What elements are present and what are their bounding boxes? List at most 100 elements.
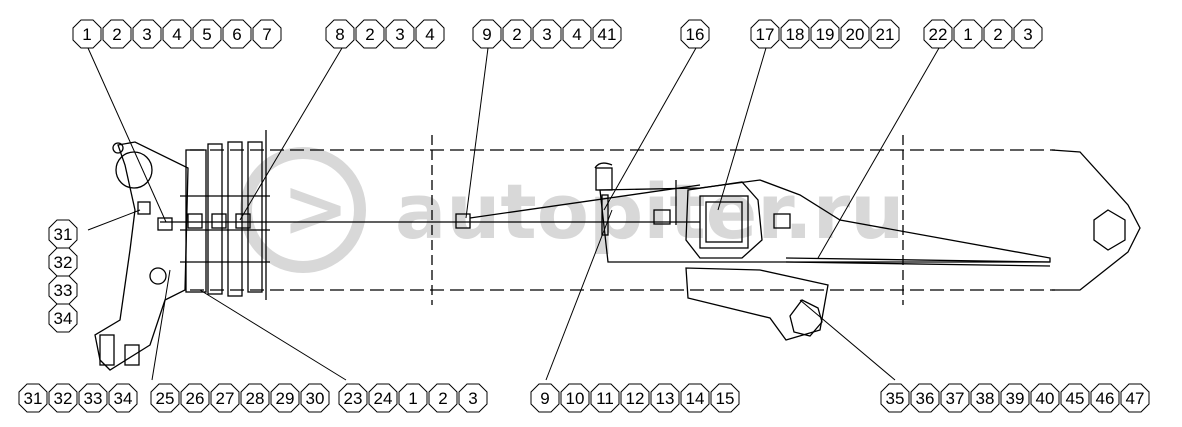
callout-balloon xyxy=(472,19,502,49)
callout-number: 7 xyxy=(262,25,271,44)
callout-number: 11 xyxy=(596,389,614,408)
watermark-arrow: > xyxy=(282,162,349,255)
callout-balloon xyxy=(270,383,300,413)
callout-number: 18 xyxy=(786,25,805,44)
callout-group-g1: 1 2 3 4 5 6 7 xyxy=(72,19,282,49)
callout-balloon xyxy=(180,383,210,413)
callout-number: 24 xyxy=(374,389,393,408)
callout-number: 27 xyxy=(216,389,235,408)
callout-balloon xyxy=(953,19,983,49)
callout-number: 3 xyxy=(395,25,404,44)
callout-number: 17 xyxy=(756,25,775,44)
callout-number: 2 xyxy=(112,25,121,44)
callout-balloon xyxy=(48,383,78,413)
callout-balloon xyxy=(150,383,180,413)
callout-balloon xyxy=(592,19,622,49)
callout-balloon xyxy=(162,19,192,49)
callout-number: 46 xyxy=(1096,389,1115,408)
callout-number: 2 xyxy=(993,25,1002,44)
callout-balloon xyxy=(102,19,132,49)
callout-balloon xyxy=(72,19,102,49)
callout-number: 25 xyxy=(156,389,175,408)
callout-number: 32 xyxy=(54,253,73,272)
callout-number: 40 xyxy=(1036,389,1055,408)
callout-balloon xyxy=(78,383,108,413)
callout-number: 15 xyxy=(716,389,735,408)
watermark-text: autopiter.ru xyxy=(395,167,904,256)
callout-number: 33 xyxy=(54,281,73,300)
callout-number: 2 xyxy=(512,25,521,44)
callout-number: 13 xyxy=(656,389,675,408)
callout-balloon xyxy=(870,19,900,49)
callout-balloon xyxy=(970,383,1000,413)
callout-number: 5 xyxy=(202,25,211,44)
callout-number: 3 xyxy=(542,25,551,44)
callout-balloon xyxy=(222,19,252,49)
leader-lines xyxy=(87,47,940,381)
callout-balloon xyxy=(810,19,840,49)
callout-balloon xyxy=(240,383,270,413)
callout-balloon xyxy=(620,383,650,413)
callout-number: 6 xyxy=(232,25,241,44)
callout-group-g4: 16 xyxy=(680,19,710,49)
callout-number: 32 xyxy=(54,389,73,408)
callout-balloon xyxy=(338,383,368,413)
callout-balloon xyxy=(1030,383,1060,413)
callout-balloon xyxy=(983,19,1013,49)
callout-number: 23 xyxy=(344,389,363,408)
callout-balloon xyxy=(355,19,385,49)
callout-balloon xyxy=(1120,383,1150,413)
callout-balloon xyxy=(458,383,488,413)
callout-balloon xyxy=(210,383,240,413)
callout-number: 9 xyxy=(482,25,491,44)
callout-number: 16 xyxy=(686,25,705,44)
callout-balloon xyxy=(415,19,445,49)
boom-body xyxy=(94,130,1141,371)
callout-balloon xyxy=(560,383,590,413)
callout-number: 10 xyxy=(566,389,585,408)
callout-number: 1 xyxy=(82,25,91,44)
callout-number: 38 xyxy=(976,389,995,408)
callout-balloon xyxy=(840,19,870,49)
callout-number: 21 xyxy=(876,25,895,44)
callout-balloon xyxy=(680,19,710,49)
callout-balloon xyxy=(940,383,970,413)
callout-number: 47 xyxy=(1126,389,1145,408)
callout-balloon xyxy=(132,19,162,49)
callout-balloon xyxy=(502,19,532,49)
callout-balloon xyxy=(880,383,910,413)
callout-number: 19 xyxy=(816,25,835,44)
callout-number: 45 xyxy=(1066,389,1085,408)
callout-number: 28 xyxy=(246,389,265,408)
callout-balloon xyxy=(562,19,592,49)
callout-number: 14 xyxy=(686,389,705,408)
callout-number: 34 xyxy=(54,309,73,328)
callout-balloon xyxy=(1090,383,1120,413)
callout-number: 4 xyxy=(172,25,181,44)
watermark: > autopiter.ru xyxy=(240,147,904,273)
callout-balloon xyxy=(532,19,562,49)
callout-number: 37 xyxy=(946,389,965,408)
callout-balloon xyxy=(1013,19,1043,49)
callout-balloon xyxy=(18,383,48,413)
callout-number: 1 xyxy=(963,25,972,44)
callout-balloon xyxy=(923,19,953,49)
callout-balloon xyxy=(385,19,415,49)
callout-balloon xyxy=(590,383,620,413)
callout-number: 2 xyxy=(438,389,447,408)
callout-balloon xyxy=(252,19,282,49)
callout-number: 31 xyxy=(24,389,43,408)
callout-number: 3 xyxy=(142,25,151,44)
callout-balloon xyxy=(1000,383,1030,413)
callout-number: 41 xyxy=(598,25,617,44)
